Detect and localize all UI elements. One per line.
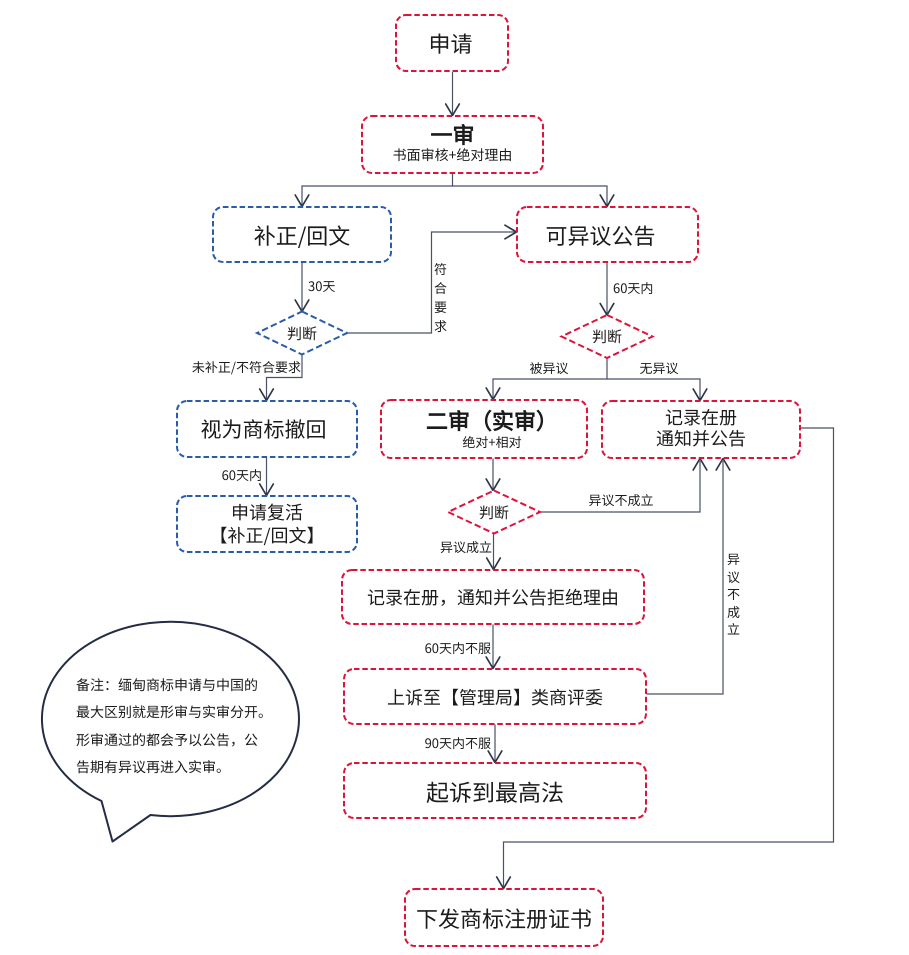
node-title-first: 一审 bbox=[430, 117, 475, 150]
node-shape-refuse bbox=[341, 569, 645, 625]
node-subtitle-first: 书面审核+绝对理由 bbox=[392, 144, 513, 165]
connector-line bbox=[492, 358, 608, 398]
arrowhead-icon bbox=[485, 387, 501, 401]
arrowhead-icon bbox=[258, 388, 275, 402]
node-label-first: 一审书面审核+绝对理由 bbox=[362, 114, 543, 171]
node-text-withdraw: 视为商标撤回 bbox=[200, 414, 327, 444]
node-text-apply: 申请 bbox=[428, 27, 473, 59]
node-label-second: 二审（实审）绝对+相对 bbox=[389, 400, 595, 458]
arrowhead-icon bbox=[495, 876, 512, 890]
node-text-refuse: 记录在册，通知并公告拒绝理由 bbox=[367, 584, 619, 610]
note-line: 最大区别就是形审与实审分开。 bbox=[76, 702, 272, 723]
arrowhead-icon bbox=[692, 388, 708, 402]
node-text-d2: 判断 bbox=[591, 326, 622, 347]
edge-label-opposition-failed-vertical: 异议不成立 bbox=[726, 549, 740, 639]
connector-line bbox=[607, 378, 701, 399]
node-label-revive: 申请复活【补正/回文】 bbox=[177, 496, 357, 552]
arrowhead-icon bbox=[504, 224, 518, 240]
node-text-corr: 补正/回文 bbox=[253, 218, 351, 251]
node-title-record: 记录在册 bbox=[665, 403, 737, 430]
node-shape-gazette bbox=[516, 206, 699, 263]
edge-label-60days-revive: 60天内 bbox=[221, 464, 262, 484]
arrowhead-icon bbox=[444, 103, 461, 117]
node-label-d2: 判断 bbox=[562, 315, 653, 358]
node-shape-revive bbox=[176, 495, 358, 553]
node-shape-withdraw bbox=[176, 400, 358, 458]
arrowhead-icon bbox=[485, 557, 502, 571]
connector-line bbox=[540, 461, 701, 513]
note-line: 备注：缅甸商标申请与中国的 bbox=[76, 675, 258, 695]
node-text-d1: 判断 bbox=[286, 322, 317, 344]
arrowhead-icon bbox=[485, 656, 501, 670]
edge-label-30days: 30天 bbox=[308, 275, 336, 295]
node-shape-appeal bbox=[343, 668, 647, 725]
node-shape-d2 bbox=[559, 313, 655, 360]
arrowhead-icon bbox=[487, 750, 503, 764]
node-shape-first bbox=[361, 115, 544, 174]
connector-line bbox=[646, 461, 724, 695]
node-label-apply: 申请 bbox=[396, 15, 508, 71]
node-shape-cert bbox=[404, 888, 604, 947]
arrowhead-icon bbox=[294, 299, 310, 313]
node-text-d3: 判断 bbox=[478, 501, 509, 523]
edge-label-not-corrected: 未补正/不符合要求 bbox=[191, 356, 301, 376]
connector-line bbox=[265, 354, 303, 399]
node-text-gazette: 可异议公告 bbox=[545, 218, 656, 251]
note-text: 备注：缅甸商标申请与中国的最大区别就是形审与实审分开。形审通过的都会予以公告，公… bbox=[76, 672, 272, 782]
edge-label-opposed: 被异议 bbox=[529, 357, 569, 377]
node-title-second: 二审（实审） bbox=[425, 404, 558, 436]
edge-label-not-opposed: 无异议 bbox=[639, 357, 679, 377]
arrowhead-icon bbox=[294, 194, 310, 208]
node-text-appeal: 上诉至【管理局】类商评委 bbox=[387, 683, 603, 710]
connector-line bbox=[452, 185, 608, 205]
node-label-court: 起诉到最高法 bbox=[344, 763, 646, 818]
edge-label-60days-appeal: 60天内不服 bbox=[424, 637, 491, 657]
edge-label-opposition-established: 异议成立 bbox=[439, 536, 492, 556]
arrowhead-icon bbox=[692, 457, 708, 471]
arrowhead-icon bbox=[258, 483, 275, 497]
node-label-appeal: 上诉至【管理局】类商评委 bbox=[344, 669, 646, 724]
arrowhead-icon bbox=[715, 457, 731, 471]
note-line: 告期有异议再进入实审。 bbox=[76, 757, 230, 778]
edge-label-meets-requirements: 符合要求 bbox=[433, 259, 447, 335]
node-shape-d1 bbox=[254, 310, 350, 356]
node-label-d1: 判断 bbox=[257, 312, 347, 355]
connector-line bbox=[347, 231, 515, 334]
edge-label-opposition-failed: 异议不成立 bbox=[588, 489, 654, 509]
node-shape-court bbox=[343, 762, 647, 819]
edge-label-60days-gazette: 60天内 bbox=[613, 277, 654, 297]
arrowhead-icon bbox=[599, 302, 615, 316]
node-label-d3: 判断 bbox=[448, 491, 540, 534]
node-label-withdraw: 视为商标撤回 bbox=[177, 401, 357, 457]
node-shape-second bbox=[380, 399, 588, 459]
note-bubble-shape bbox=[40, 620, 300, 843]
arrowhead-icon bbox=[599, 194, 615, 208]
note-line: 形审通过的都会予以公告，公 bbox=[76, 729, 258, 750]
edge-label-90days-appeal: 90天内不服 bbox=[424, 732, 491, 752]
node-label-record: 记录在册通知并公告 bbox=[602, 399, 800, 456]
arrowhead-icon bbox=[485, 478, 501, 492]
node-label-corr: 补正/回文 bbox=[213, 207, 391, 262]
node-shape-corr bbox=[212, 206, 392, 263]
node-text-cert: 下发商标注册证书 bbox=[415, 901, 592, 934]
node-title-revive: 申请复活 bbox=[231, 499, 303, 525]
node-shape-d3 bbox=[445, 489, 543, 535]
node-text-court: 起诉到最高法 bbox=[426, 773, 564, 808]
node-shape-apply bbox=[395, 14, 509, 72]
node-label-gazette: 可异议公告 bbox=[517, 207, 698, 262]
node-subtitle-revive: 【补正/回文】 bbox=[209, 522, 325, 548]
node-subtitle-record: 通知并公告 bbox=[656, 424, 746, 451]
connector-line bbox=[301, 173, 454, 205]
node-subtitle-second: 绝对+相对 bbox=[462, 432, 522, 451]
node-label-cert: 下发商标注册证书 bbox=[405, 889, 603, 946]
connector-line bbox=[502, 427, 835, 887]
node-shape-record bbox=[601, 400, 801, 459]
node-label-refuse: 记录在册，通知并公告拒绝理由 bbox=[342, 570, 644, 624]
